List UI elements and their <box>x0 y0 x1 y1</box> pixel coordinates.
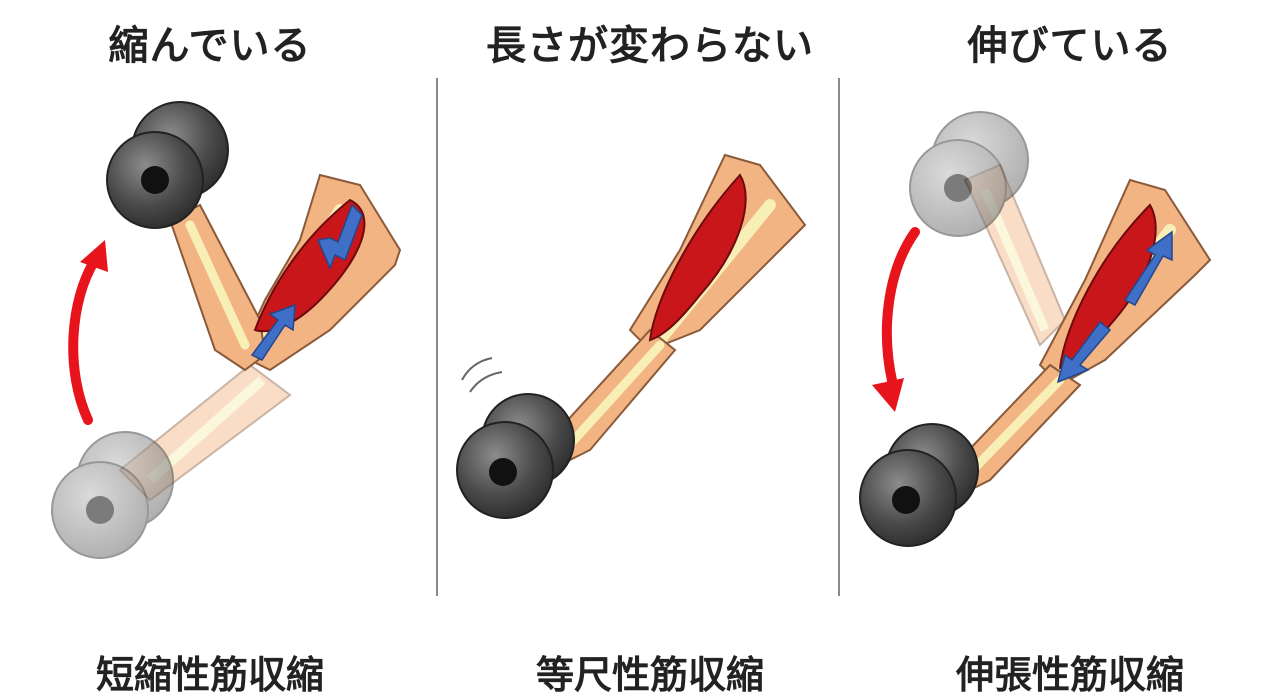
dumbbell-hub <box>141 166 169 194</box>
panel-concentric <box>51 101 402 559</box>
dumbbell-hub <box>489 458 517 486</box>
divider-right <box>838 78 840 596</box>
ghost-dumbbell-start <box>51 431 174 559</box>
motion-lines <box>461 357 503 393</box>
caption-concentric: 短縮性筋収縮 <box>95 653 324 697</box>
red-arrowhead-up <box>80 240 108 272</box>
ghost-dumbbell-start <box>909 111 1029 237</box>
panel-title-eccentric: 伸びている <box>967 23 1173 69</box>
exercise-illustration <box>51 101 1212 559</box>
blue-arrow-upper <box>316 203 363 270</box>
forearm-bone <box>560 340 665 455</box>
panel-isometric <box>456 153 807 519</box>
blue-arrow-lower <box>1056 320 1112 384</box>
panel-title-concentric: 縮んでいる <box>108 23 312 69</box>
biceps-muscle <box>648 173 747 342</box>
red-arrowhead-down <box>872 378 904 412</box>
panel-eccentric <box>859 111 1212 547</box>
divider-left <box>436 78 438 596</box>
caption-eccentric: 伸張性筋収縮 <box>955 653 1184 697</box>
forearm-bone <box>960 375 1065 483</box>
blue-arrow-lower <box>250 303 296 361</box>
red-arrow-down <box>881 227 920 390</box>
red-arrow-up <box>68 255 100 425</box>
blue-arrow-upper <box>1123 230 1173 306</box>
forearm-bone <box>185 220 250 350</box>
caption-isometric: 等尺性筋収縮 <box>535 653 764 697</box>
panel-title-isometric: 長さが変わらない <box>486 23 814 69</box>
dumbbell-hub <box>892 486 920 514</box>
